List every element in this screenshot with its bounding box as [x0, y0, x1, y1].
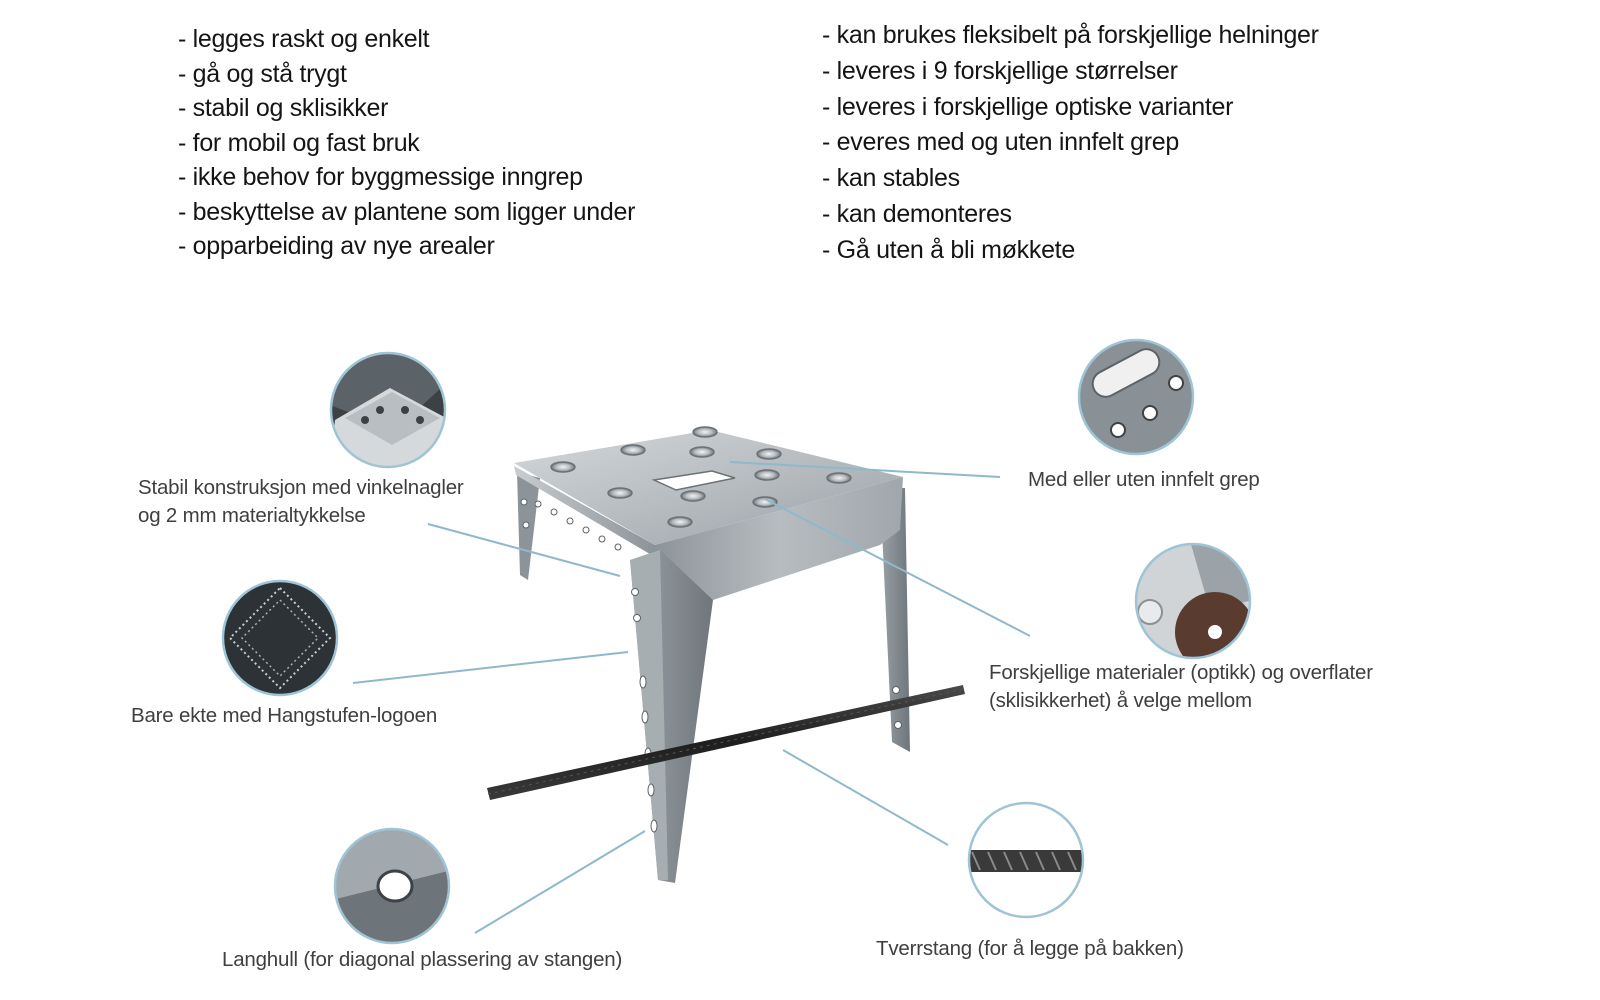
- feature-item: - opparbeiding av nye arealer: [178, 232, 495, 260]
- recessed-grip-detail-icon: [1077, 338, 1195, 456]
- feature-item: - leveres i forskjellige optiske variant…: [822, 92, 1234, 121]
- callout-materialer-line1: Forskjellige materialer (optikk) og over…: [989, 661, 1373, 684]
- leader-line-materialer: [764, 498, 1031, 637]
- callout-stabil: Stabil konstruksjon med vinkelnagler og …: [138, 474, 464, 530]
- feature-item: - kan brukes fleksibelt på forskjellige …: [822, 21, 1319, 49]
- feature-list-left: - legges raskt og enkelt - gå og stå try…: [178, 22, 635, 264]
- feature-item: - for mobil og fast bruk: [178, 128, 420, 157]
- callout-tverrstang: Tverrstang (for å legge på bakken): [876, 935, 1184, 963]
- callout-langhull-line1: Langhull (for diagonal plassering av sta…: [222, 948, 623, 971]
- callout-grep-line1: Med eller uten innfelt grep: [1028, 468, 1260, 491]
- callout-materialer-line2: (sklisikkerhet) å velge mellom: [989, 689, 1252, 712]
- feature-item: - beskyttelse av plantene som ligger und…: [178, 197, 636, 226]
- feature-item: - gå og stå trygt: [178, 59, 347, 88]
- feature-item: - legges raskt og enkelt: [178, 25, 430, 53]
- feature-item: - everes med og uten innfelt grep: [822, 128, 1179, 157]
- callout-tverrstang-line1: Tverrstang (for å legge på bakken): [876, 937, 1184, 960]
- feature-item: - ikke behov for byggmessige inngrep: [178, 163, 583, 191]
- feature-item: - leveres i 9 forskjellige størrelser: [822, 56, 1178, 85]
- leader-line-grep: [729, 461, 1001, 478]
- callout-materialer: Forskjellige materialer (optikk) og over…: [989, 659, 1373, 715]
- feature-item: - kan stables: [822, 164, 960, 193]
- leader-line-stabil: [427, 523, 621, 577]
- grip-slot: [651, 470, 736, 491]
- corner-bracket-detail-icon: [329, 351, 447, 469]
- step-plate-product: [514, 426, 910, 883]
- feature-item: - Gå uten å bli møkkete: [822, 235, 1075, 264]
- callout-stabil-line1: Stabil konstruksjon med vinkelnagler: [138, 476, 464, 499]
- slotted-hole-detail-icon: [333, 827, 451, 945]
- leader-line-tverrstang: [782, 749, 949, 846]
- cross-rod: [487, 685, 965, 800]
- leader-line-logo: [352, 651, 629, 684]
- callout-logo-line1: Bare ekte med Hangstufen-logoen: [131, 704, 438, 727]
- embossed-logo-detail-icon: [221, 579, 339, 697]
- callout-logo: Bare ekte med Hangstufen-logoen: [131, 702, 437, 730]
- rebar-rod-detail-icon: [967, 801, 1085, 919]
- surface-materials-detail-icon: [1134, 542, 1252, 660]
- top-plate: [514, 430, 903, 545]
- callout-grep: Med eller uten innfelt grep: [1028, 466, 1260, 494]
- callout-stabil-line2: og 2 mm materialtykkelse: [138, 504, 366, 527]
- feature-item: - kan demonteres: [822, 199, 1012, 228]
- feature-list-right: - kan brukes fleksibelt på forskjellige …: [822, 18, 1319, 269]
- feature-item: - stabil og sklisikker: [178, 94, 389, 122]
- callout-langhull: Langhull (for diagonal plassering av sta…: [222, 946, 622, 974]
- leader-line-langhull: [474, 830, 646, 934]
